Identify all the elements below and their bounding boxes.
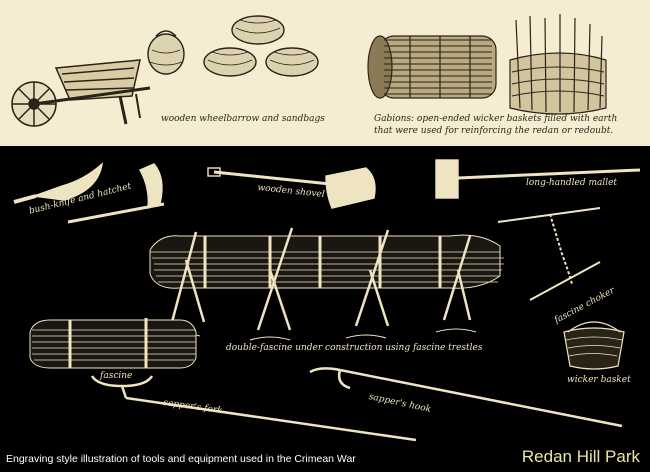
double-fascine-drawing — [149, 234, 504, 289]
wheelbarrow-drawing — [11, 59, 151, 127]
park-name: Redan Hill Park — [521, 447, 640, 466]
footer-bar — [0, 446, 650, 472]
fascine-bundle-drawing — [29, 318, 197, 369]
fascine-choker-drawing — [497, 207, 601, 301]
gabion-unfinished-drawing — [509, 14, 607, 115]
hatchet-drawing — [67, 163, 165, 224]
label-gabions-line2: that were used for reinforcing the redan… — [374, 126, 614, 136]
label-gabions-line1: Gabions: open-ended wicker baskets fille… — [374, 114, 618, 124]
wicker-basket-drawing — [563, 321, 625, 370]
sandbags-drawing — [147, 15, 319, 77]
mallet-drawing — [435, 159, 641, 199]
image-caption: Engraving style illustration of tools an… — [6, 453, 356, 465]
label-fascine: fascine — [100, 371, 133, 381]
label-mallet: long-handled mallet — [526, 178, 618, 188]
main-illustration-area — [0, 146, 650, 446]
shovel-drawing — [207, 167, 376, 209]
label-wicker-basket: wicker basket — [567, 375, 631, 385]
label-double-fascine: double-fascine under construction using … — [226, 343, 483, 353]
sappers-hook-drawing — [309, 367, 623, 428]
gabion-full-drawing — [367, 35, 497, 99]
sappers-fork-drawing — [90, 375, 417, 442]
label-wheelbarrow: wooden wheelbarrow and sandbags — [161, 114, 325, 124]
bush-knife-drawing — [13, 162, 103, 204]
